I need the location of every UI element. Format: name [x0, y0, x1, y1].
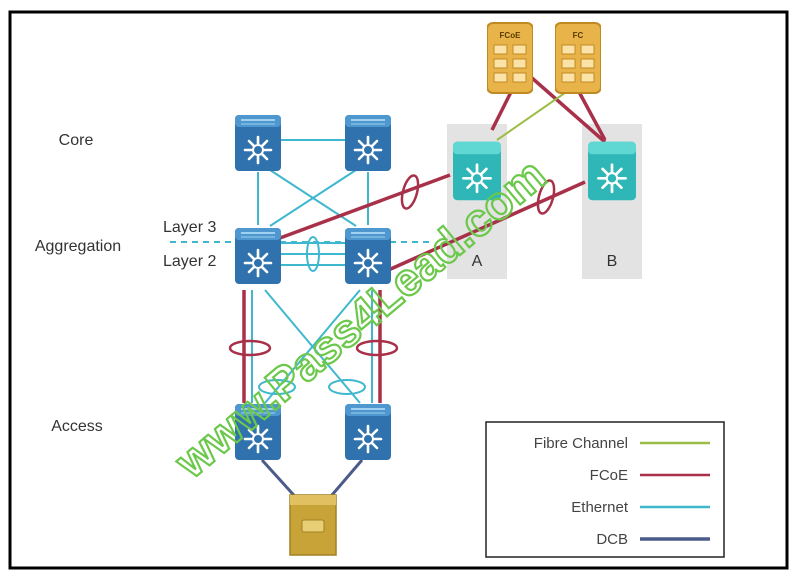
storage-fc-label: FC	[573, 31, 584, 40]
legend-label-fcoe: FCoE	[590, 467, 628, 484]
legend-label-ethernet: Ethernet	[571, 499, 629, 516]
fabric-b-switch	[588, 140, 636, 202]
aggregation-label: Aggregation	[35, 238, 121, 255]
fabric-a-label: A	[472, 253, 483, 270]
legend-label-dcb: DCB	[596, 531, 628, 548]
aggregation-switch-left	[235, 226, 281, 286]
core-switch-right	[345, 115, 391, 171]
core-label: Core	[59, 132, 94, 149]
port-channel-ellipses	[228, 174, 556, 395]
layer2-label: Layer 2	[163, 253, 216, 270]
legend: Fibre Channel FCoE Ethernet DCB	[485, 421, 725, 558]
legend-label-fibre-channel: Fibre Channel	[534, 435, 628, 452]
fibre-channel-links	[496, 87, 573, 141]
storage-fcoe-label: FCoE	[500, 31, 522, 40]
fabric-b-label: B	[607, 253, 618, 270]
core-switch-left	[235, 115, 281, 171]
access-switch-right	[345, 402, 391, 462]
access-label: Access	[51, 418, 103, 435]
server-icon	[289, 494, 337, 556]
layer3-label: Layer 3	[163, 219, 216, 236]
fcoe-links	[242, 76, 607, 403]
ethernet-links	[251, 139, 373, 404]
